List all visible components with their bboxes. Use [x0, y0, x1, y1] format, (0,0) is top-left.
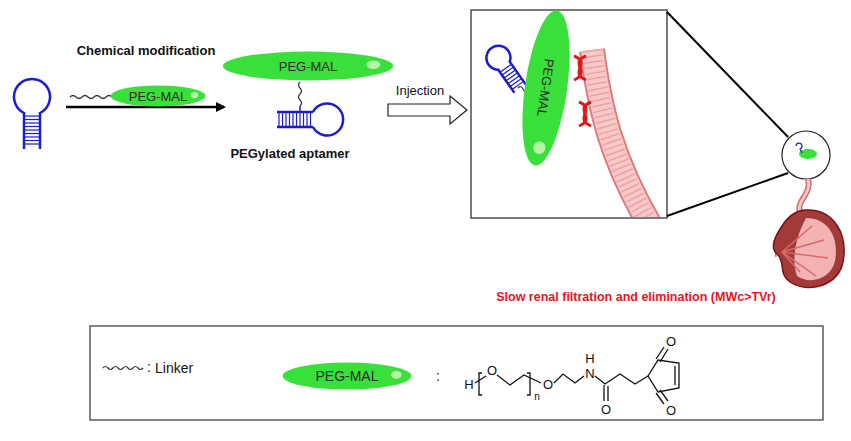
kidney: [773, 210, 844, 288]
structure-atom: O: [543, 378, 553, 391]
node-label: PEG-MAL: [315, 368, 378, 384]
aptamer-hairpin: [14, 79, 50, 149]
linker-wave: [299, 82, 302, 106]
node-label: PEG-MAL: [129, 89, 188, 104]
injection-arrow: [388, 96, 467, 124]
structure-atom: O: [666, 404, 676, 417]
structure-atom: O: [666, 335, 676, 348]
peg-mal-structure: [475, 347, 679, 404]
mini-peg: [799, 149, 817, 159]
structure-atom: O: [601, 403, 611, 416]
caption-label: Chemical modification: [77, 44, 216, 57]
zoom-line: [667, 12, 788, 137]
structure-atom: n: [534, 392, 540, 402]
caption-label: PEGylated aptamer: [230, 147, 349, 160]
zoom-line: [667, 173, 788, 216]
aptamer-hairpin: [277, 104, 343, 136]
legend-label: Linker: [155, 361, 193, 375]
mini-aptamer: [796, 143, 802, 153]
linker-wave: [70, 96, 112, 99]
peg-ellipse: PEG-MAL: [110, 85, 206, 107]
structure-atom: H: [464, 378, 473, 391]
legend-box: [90, 326, 823, 420]
peg-ellipse: PEG-MAL: [222, 51, 394, 81]
structure-atom: :: [147, 360, 151, 374]
peg-ellipse: PEG-MAL: [282, 362, 412, 390]
target-helix: [574, 56, 591, 126]
node-label: PEG-MAL: [279, 59, 338, 74]
structure-atom: H: [585, 352, 594, 365]
zoom-circle: [782, 131, 830, 179]
structure-atom: :: [436, 369, 440, 383]
blood-vessel: [592, 50, 650, 217]
caption-label: Injection: [396, 84, 444, 97]
structure-atom: O: [487, 364, 497, 377]
structure-atom: N: [585, 367, 594, 380]
caption-label: Slow renal filtration and elimination (M…: [496, 291, 776, 304]
linker-sample: [103, 367, 143, 370]
